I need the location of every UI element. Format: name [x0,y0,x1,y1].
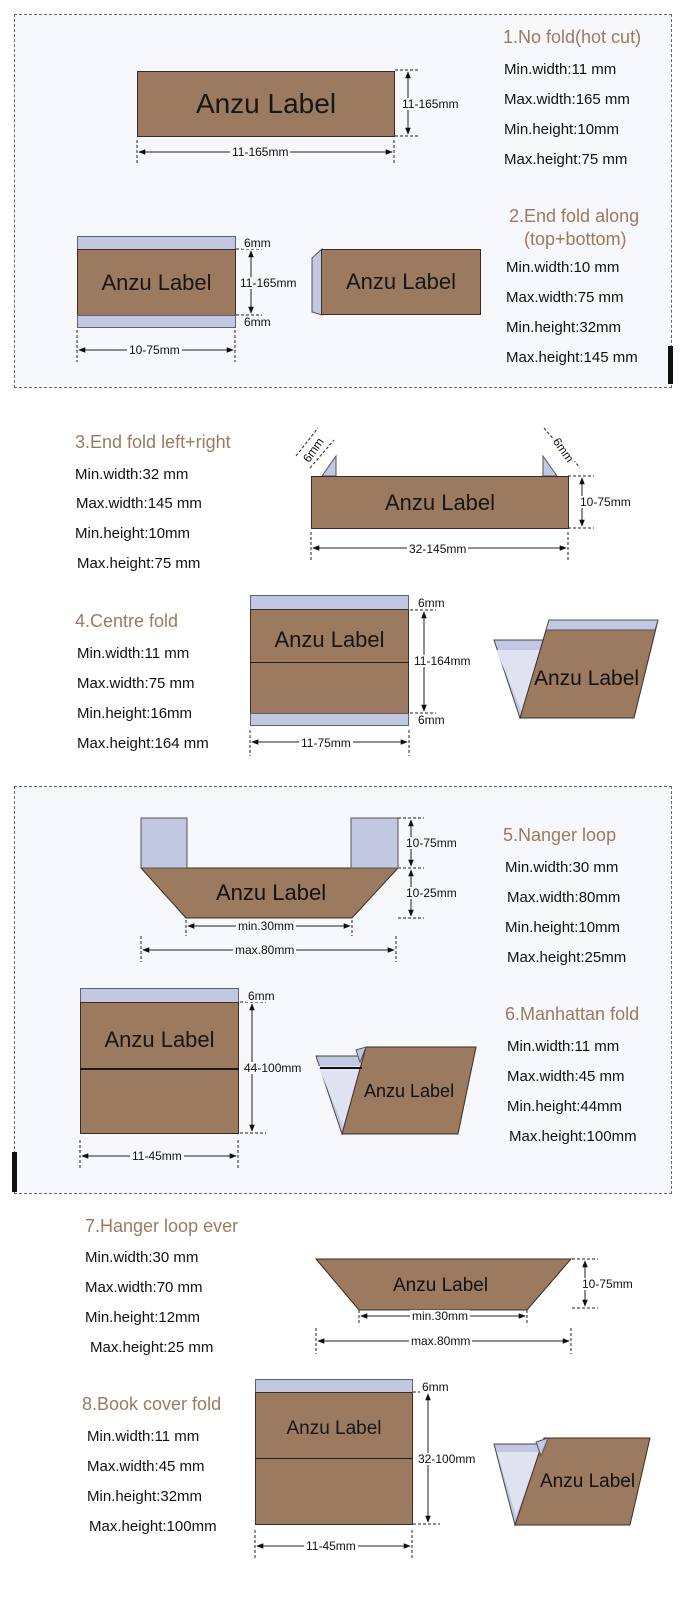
s5-label: Anzu Label [216,880,327,905]
s2-title-line1: 2.End fold along [509,206,640,226]
s5-spec-min-height: Min.height:10mm [505,919,621,936]
s7-dim-max: max.80mm [409,1334,473,1348]
s6-dim-height: 44-100mm [242,1061,304,1075]
s4-dim-width: 11-75mm [299,736,353,750]
s6-spec-min-height: Min.height:44mm [507,1098,623,1115]
s8-fold-line [255,1458,413,1459]
s7-spec-min-height: Min.height:12mm [85,1309,201,1326]
s3-spec-min-height: Min.height:10mm [75,525,191,542]
s2-dim-fold-bottom: 6mm [242,315,273,329]
s1-title: 1.No fold(hot cut) [503,27,642,47]
s8-spec-max-height: Max.height:100mm [89,1518,217,1535]
s8-spec-min-height: Min.height:32mm [87,1488,203,1505]
s1-dim-height: 11-165mm [400,97,461,111]
s4-fold-line [250,662,409,663]
s2-label: Anzu Label [77,249,236,316]
s3-label: Anzu Label [311,476,569,529]
s5-dim-max: max.80mm [233,943,297,957]
s8-title: 8.Book cover fold [82,1394,222,1414]
panel-edge-mark-bottom [12,1152,17,1192]
s2-spec-min-height: Min.height:32mm [506,319,622,336]
s1-dim-width: 11-165mm [230,145,291,159]
s3-spec-max-width: Max.width:145 mm [76,495,202,512]
s1-spec-min-height: Min.height:10mm [504,121,620,138]
s2-top-fold [77,236,236,250]
s2-side-label: Anzu Label [321,249,481,315]
s7-hanger-shape [314,1258,573,1311]
s1-spec-min-width: Min.width:11 mm [504,61,617,78]
s3-spec-min-width: Min.width:32 mm [75,466,189,483]
s4-spec-max-height: Max.height:164 mm [77,735,209,752]
s6-folded-label: Anzu Label [364,1081,455,1101]
s4-folded-view [493,619,659,720]
s4-spec-min-height: Min.height:16mm [77,705,193,722]
s6-spec-max-height: Max.height:100mm [509,1128,637,1145]
s8-folded-label: Anzu Label [540,1471,636,1492]
s4-top-fold [250,595,409,610]
s3-dim-height: 10-75mm [578,495,633,509]
s5-dim-min: min.30mm [236,919,297,933]
s8-spec-max-width: Max.width:45 mm [87,1458,205,1475]
s1-spec-max-width: Max.width:165 mm [504,91,630,108]
s3-right-fold-shape [542,454,558,477]
s6-fold-line [80,1068,239,1070]
s6-spec-max-width: Max.width:45 mm [507,1068,625,1085]
s5-dim-height: 10-25mm [404,886,459,900]
s5-hanger-loop [139,817,400,919]
s2-spec-max-width: Max.width:75 mm [506,289,624,306]
s6-folded-view [315,1046,477,1136]
s2-spec-max-height: Max.height:145 mm [506,349,638,366]
s4-spec-max-width: Max.width:75 mm [77,675,195,692]
s6-top-fold [80,988,239,1003]
s8-dim-fold-top: 6mm [420,1380,451,1394]
s7-title: 7.Hanger loop ever [85,1216,239,1236]
s8-dim-width: 11-45mm [304,1539,358,1553]
s4-dim-height: 11-164mm [412,654,473,668]
s2-bottom-fold [77,315,236,328]
s4-dim-fold-bottom: 6mm [416,713,447,727]
s3-title: 3.End fold left+right [75,432,231,452]
s8-spec-min-width: Min.width:11 mm [87,1428,200,1445]
panel-edge-mark-top [668,346,673,384]
s3-left-fold-shape [321,454,337,477]
s2-dim-fold-top: 6mm [242,236,273,250]
s4-spec-min-width: Min.width:11 mm [77,645,190,662]
s1-label: Anzu Label [137,71,395,137]
s4-title: 4.Centre fold [75,611,179,631]
s4-bottom-fold [250,713,409,726]
s5-spec-max-width: Max.width:80mm [507,889,621,906]
s5-dim-loop: 10-75mm [404,836,459,850]
s7-spec-max-height: Max.height:25 mm [90,1339,214,1356]
s2-dim-height: 11-165mm [238,276,299,290]
s6-title: 6.Manhattan fold [505,1004,640,1024]
s7-dim-height: 10-75mm [580,1277,635,1291]
s3-spec-max-height: Max.height:75 mm [77,555,201,572]
s2-title-line2: (top+bottom) [524,229,627,249]
s5-spec-min-width: Min.width:30 mm [505,859,619,876]
s2-dim-width: 10-75mm [127,343,182,357]
s3-dim-width: 32-145mm [407,542,469,556]
s4-folded-label: Anzu Label [534,667,640,690]
s8-top-fold [255,1379,413,1393]
s7-spec-max-width: Max.width:70 mm [85,1279,203,1296]
s4-dim-fold-top: 6mm [416,596,447,610]
s4-label: Anzu Label [250,609,409,714]
s8-dim-height: 32-100mm [416,1452,478,1466]
s6-dim-fold-top: 6mm [246,989,277,1003]
s6-dim-width: 11-45mm [130,1149,184,1163]
s7-dim-min: min.30mm [410,1309,471,1323]
s6-spec-min-width: Min.width:11 mm [507,1038,620,1055]
s7-label: Anzu Label [393,1275,489,1296]
s8-folded-view [493,1437,651,1527]
s2-spec-min-width: Min.width:10 mm [506,259,620,276]
s7-spec-min-width: Min.width:30 mm [85,1249,199,1266]
s5-spec-max-height: Max.height:25mm [507,949,627,966]
s5-title: 5.Nanger loop [503,825,617,845]
s1-spec-max-height: Max.height:75 mm [504,151,628,168]
